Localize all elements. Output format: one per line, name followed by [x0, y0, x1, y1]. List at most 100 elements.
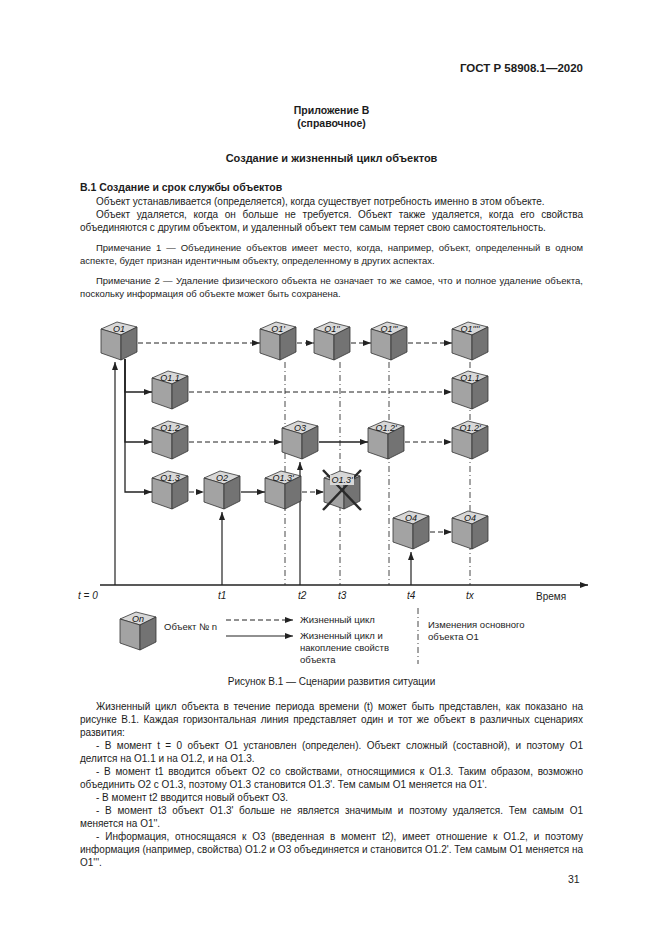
object-cube: O1''': [369, 320, 409, 362]
document-number: ГОСТ Р 58908.1—2020: [380, 62, 583, 75]
object-label: O4: [391, 509, 431, 523]
appendix-title: Приложение В: [80, 104, 583, 117]
object-label: O2: [202, 469, 242, 483]
figure-caption: Рисунок В.1 — Сценарии развития ситуации: [80, 675, 583, 688]
label-box: t2: [298, 589, 306, 602]
paragraph: Примечание 2 — Удаление физического объе…: [80, 275, 583, 300]
paragraph: Объект удаляется, когда он больше не тре…: [80, 208, 583, 234]
object-label: O3: [280, 419, 320, 433]
time-arrow: [410, 552, 411, 585]
caption-box: Рисунок В.1 — Сценарии развития ситуации: [80, 675, 583, 688]
object-cube: O4: [450, 509, 490, 551]
object-label-holder: On: [118, 610, 158, 624]
time-label: t4: [407, 589, 415, 602]
page-number: 31: [568, 873, 580, 886]
lifecycle-connector: [189, 442, 282, 443]
object-label-holder: O1'': [312, 320, 352, 334]
object-cube: O1'': [312, 320, 352, 362]
object-cube: O1'''': [450, 320, 490, 362]
heading-box: Создание и жизненный цикл объектов: [80, 152, 583, 165]
object-label: O1'': [312, 320, 352, 334]
time-label: t1: [218, 589, 226, 602]
legend-dashdot-sample: [418, 608, 419, 664]
object-label-holder: O3: [280, 419, 320, 433]
time-arrow: [114, 362, 115, 585]
object-label-holder: O1': [258, 320, 298, 334]
time-arrow: [221, 512, 222, 585]
legend-item: Изменения основного объекта O1: [428, 619, 553, 643]
paragraph: Примечание 1 — Объединение объектов имее…: [80, 242, 583, 267]
object-label: O1': [258, 320, 298, 334]
label-box: Время: [536, 590, 566, 603]
object-cube: O1.3': [322, 469, 362, 511]
legend-dashed-sample: [226, 620, 293, 621]
object-label: O4: [450, 509, 490, 523]
label-box: t1: [218, 589, 226, 602]
delete-cross: [323, 470, 361, 510]
lifecycle-connector: [125, 359, 152, 442]
lifecycle-connector: [408, 343, 452, 344]
label-box: t4: [407, 589, 415, 602]
label-box: 31: [568, 873, 580, 886]
object-label-holder: O1.2': [366, 419, 406, 433]
label-box: Приложение В: [80, 104, 583, 117]
legend-label: Изменения основного объекта O1: [428, 619, 553, 643]
object-label: O1.3: [150, 469, 190, 483]
object-cube: On: [118, 610, 158, 652]
time-axis: [100, 584, 588, 585]
object-label-holder: O1.2: [150, 419, 190, 433]
lifecycle-connector: [430, 532, 452, 533]
object-label: O1.2: [150, 419, 190, 433]
object-label-holder: O1.2': [450, 419, 490, 433]
legend-solid-sample: [226, 635, 293, 636]
change-line: [389, 362, 390, 585]
text-flow: Жизненный цикл объекта в течение периода…: [80, 700, 583, 869]
object-label: O1.1: [150, 369, 190, 383]
object-label-holder: O2: [202, 469, 242, 483]
time-label: t2: [298, 589, 306, 602]
paragraph: Объект устанавливается (определяется), к…: [80, 195, 583, 208]
object-label: O1: [99, 320, 139, 334]
object-cube: O1.3: [150, 469, 190, 511]
object-label-holder: O1.3: [150, 469, 190, 483]
legend-item: Жизненный цикл: [300, 614, 440, 626]
object-label-holder: O4: [450, 509, 490, 523]
object-label: O1'''': [450, 320, 490, 334]
object-cube: O1.2: [150, 419, 190, 461]
paragraph: - В момент t3 объект O1.3' больше не явл…: [80, 804, 583, 830]
delete-cross: [323, 470, 361, 510]
axis-label: Время: [536, 590, 566, 603]
time-label: tx: [466, 589, 474, 602]
object-label-holder: O1''': [369, 320, 409, 334]
object-label-holder: O1.3': [322, 469, 362, 487]
object-cube: O1.1: [150, 369, 190, 411]
object-label: O1.2': [450, 419, 490, 433]
subsection-title: В.1 Создание и срок службы объектов: [80, 181, 583, 194]
legend-item: Объект № n: [164, 621, 224, 633]
label-box: (справочное): [80, 117, 583, 130]
object-cube: O1.2': [450, 419, 490, 461]
object-cube: O2: [202, 469, 242, 511]
legend-item: Жизненный цикл и накопление свойств объе…: [300, 630, 412, 666]
object-label: O1''': [369, 320, 409, 334]
text-flow: Объект устанавливается (определяется), к…: [80, 195, 583, 300]
object-label: O1.2': [366, 419, 406, 433]
lifecycle-connector: [319, 441, 368, 442]
label-box: tx: [466, 589, 474, 602]
paragraph: - В момент t = 0 объект O1 установлен (о…: [80, 739, 583, 765]
object-label: O1.3': [263, 469, 303, 483]
time-label: t3: [338, 589, 346, 602]
object-cube: O1: [99, 320, 139, 362]
object-cube: O1': [258, 320, 298, 362]
object-label-holder: O1: [99, 320, 139, 334]
object-label-holder: O1'''': [450, 320, 490, 334]
object-label: O1.1: [450, 369, 490, 383]
object-cube: O1.2': [366, 419, 406, 461]
lifecycle-connector: [189, 492, 204, 493]
lifecycle-connector: [351, 343, 371, 344]
lifecycle-connector: [297, 343, 314, 344]
lifecycle-connector: [125, 359, 152, 492]
lifecycle-connector: [405, 442, 452, 443]
appendix-kind: (справочное): [80, 117, 583, 130]
